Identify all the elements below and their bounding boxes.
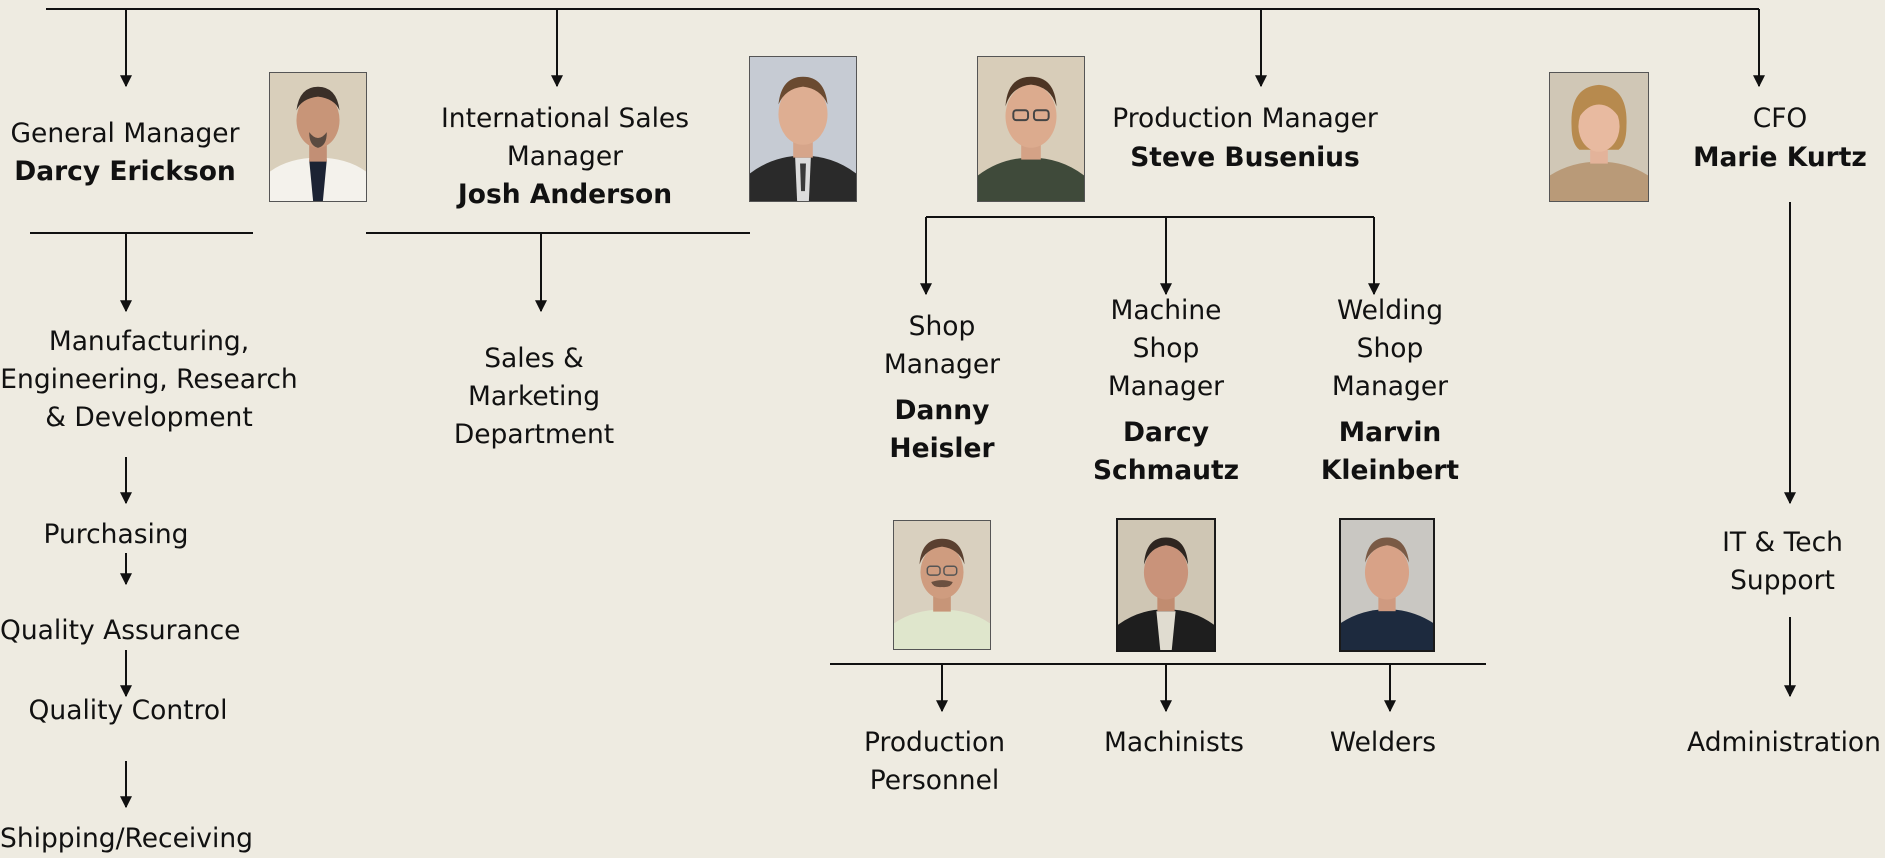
production-personnel-line2: Personnel [869,765,1000,796]
it-line1: IT & Tech [1722,527,1843,558]
welding-shop-manager-name-line2: Kleinbert [1320,455,1460,486]
sales-line3: Department [453,419,615,450]
administration-department: Administration [1687,727,1881,758]
shop-manager-name-line1: Danny [894,395,990,426]
portrait-josh-anderson [749,56,857,202]
portrait-darcy-schmautz [1116,518,1216,652]
shop-manager-box: Shop Manager Danny Heisler [862,308,1022,468]
general-manager-title: General Manager [10,118,240,149]
production-personnel-department: Production Personnel [852,724,1017,800]
welding-shop-manager-name-line1: Marvin [1338,417,1442,448]
intl-sales-manager-title-line2: Manager [506,141,624,172]
welding-shop-manager-box: Welding Shop Manager Marvin Kleinbert [1310,292,1470,490]
portrait-icon [1118,520,1214,650]
manufacturing-department: Manufacturing, Engineering, Research & D… [0,323,298,437]
quality-assurance-department: Quality Assurance [0,615,241,646]
welding-shop-manager-title-line2: Shop [1356,333,1424,364]
portrait-icon [894,521,990,649]
intl-sales-manager-name: Josh Anderson [457,179,673,210]
sales-line2: Marketing [467,381,601,412]
shop-manager-title-line1: Shop [908,311,976,342]
intl-sales-manager-title-line1: International Sales [440,103,690,134]
shop-manager-title-line2: Manager [883,349,1001,380]
general-manager-name: Darcy Erickson [14,156,236,187]
sales-line1: Sales & [484,343,584,374]
production-manager-name: Steve Busenius [1130,142,1360,173]
cfo-name: Marie Kurtz [1693,142,1867,173]
purchasing-department: Purchasing [43,519,189,550]
portrait-marvin-kleinbert [1339,518,1435,652]
cfo-box: CFO Marie Kurtz [1690,100,1870,177]
cfo-title: CFO [1752,103,1808,134]
production-personnel-line1: Production [864,727,1005,758]
production-manager-title: Production Manager [1112,103,1378,134]
portrait-icon [978,57,1084,201]
welding-shop-manager-title-line3: Manager [1331,371,1449,402]
machine-shop-manager-title-line2: Shop [1132,333,1200,364]
portrait-marie-kurtz [1549,72,1649,202]
manufacturing-line2: Engineering, Research [0,364,298,395]
portrait-icon [750,57,856,201]
machine-shop-manager-title-line3: Manager [1107,371,1225,402]
shop-manager-name-line2: Heisler [889,433,995,464]
machine-shop-manager-name-line2: Schmautz [1092,455,1240,486]
machine-shop-manager-name-line1: Darcy [1123,417,1209,448]
machine-shop-manager-box: Machine Shop Manager Darcy Schmautz [1086,292,1246,490]
portrait-steve-busenius [977,56,1085,202]
intl-sales-manager-box: International Sales Manager Josh Anderso… [425,100,705,214]
shipping-receiving-department: Shipping/Receiving [0,823,253,854]
welders-department: Welders [1329,727,1437,758]
welding-shop-manager-title-line1: Welding [1336,295,1444,326]
portrait-icon [1341,520,1433,650]
it-line2: Support [1730,565,1835,596]
portrait-danny-heisler [893,520,991,650]
portrait-darcy-erickson [269,72,367,202]
machinists-department: Machinists [1104,727,1244,758]
portrait-icon [1550,73,1648,201]
manufacturing-line3: & Development [45,402,253,433]
manufacturing-line1: Manufacturing, [48,326,250,357]
it-tech-support-department: IT & Tech Support [1700,524,1865,600]
general-manager-box: General Manager Darcy Erickson [0,115,250,191]
sales-marketing-department: Sales & Marketing Department [434,340,634,454]
production-manager-box: Production Manager Steve Busenius [1095,100,1395,177]
quality-control-department: Quality Control [28,695,228,726]
machine-shop-manager-title-line1: Machine [1110,295,1222,326]
portrait-icon [270,73,366,201]
